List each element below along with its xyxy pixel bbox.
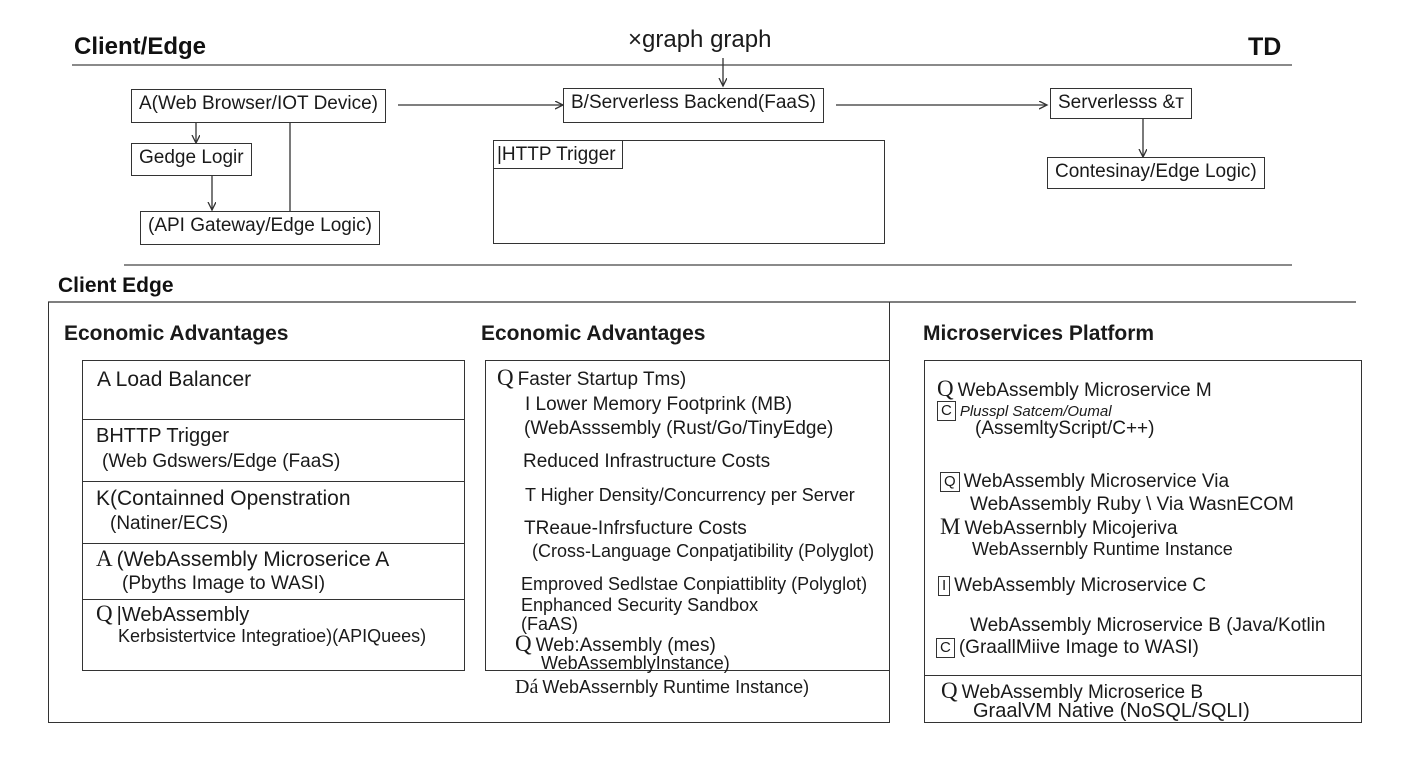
col2-line12: WebAssemblyInstance) bbox=[541, 653, 730, 673]
col1-cell5-text: |WebAssembly bbox=[116, 604, 250, 626]
col3-mark5: I bbox=[938, 575, 951, 596]
col3-line1-text: WebAssembly Microservice M bbox=[957, 380, 1212, 401]
col3-line6-text: WebAssernbly Micojeriva bbox=[964, 518, 1178, 539]
col2-line10: (FaAS) bbox=[521, 614, 579, 634]
serverless-backend-node[interactable]: B/Serverless Backend(FaaS) bbox=[563, 88, 824, 123]
header-left-title: Client/Edge bbox=[74, 33, 207, 60]
col1-table bbox=[82, 360, 465, 671]
col2-line7: (Cross-Language Conpatjatibility (Polygl… bbox=[532, 541, 875, 561]
col2-line1-text: Faster Startup Tms) bbox=[517, 369, 687, 390]
col1-cell4-text: (WebAssembly Microserice A bbox=[116, 548, 390, 571]
col3-line9: WebAssembly Microservice B (Java/Kotlin bbox=[970, 615, 1326, 636]
col1-cell2-line2: (Web Gdswers/Edge (FaaS) bbox=[102, 451, 341, 472]
edge-logic-node[interactable]: Gedge Logir bbox=[131, 143, 252, 176]
col3-mark2: C bbox=[937, 400, 956, 421]
col1-title: Economic Advantages bbox=[64, 322, 289, 345]
col1-cell4-line2: (Pbyths Image to WASI) bbox=[122, 573, 326, 594]
col1-cell2-line1: BHTTP Trigger bbox=[96, 425, 229, 447]
col3-mark4: M bbox=[940, 514, 961, 539]
col3-line7: WebAssernbly Runtime Instance bbox=[972, 539, 1233, 559]
col2-mark2: Q bbox=[515, 631, 532, 656]
col2-line5: T Higher Density/Concurrency per Server bbox=[525, 485, 855, 505]
col1-cell4-line1: A(WebAssembly Microserice A bbox=[96, 546, 389, 572]
col3-mark6: C bbox=[936, 637, 955, 658]
col3-line10-text: (GraallMiive Image to WASI) bbox=[958, 637, 1199, 658]
graph-title: ×graph graph bbox=[628, 26, 772, 53]
col2-line11-text: Web:Assembly (mes) bbox=[535, 635, 716, 656]
api-gateway-node[interactable]: (API Gateway/Edge Logic) bbox=[140, 211, 380, 245]
col3-line10: C(GraallMiive Image to WASI) bbox=[936, 637, 1199, 659]
col3-line3: (AssemltyScript/C++) bbox=[975, 418, 1155, 439]
col2-line8: Emproved Sedlstae Conpiattiblity (Polygl… bbox=[521, 574, 868, 594]
direction-label: TD bbox=[1248, 33, 1282, 61]
col2-title: Economic Advantages bbox=[481, 322, 706, 345]
col3-title: Microservices Platform bbox=[923, 322, 1155, 345]
col3-mark3: Q bbox=[940, 471, 960, 492]
col2-line4: Reduced Infrastructure Costs bbox=[523, 451, 771, 472]
serverless-node[interactable]: Serverlesss &т bbox=[1050, 88, 1192, 119]
col3-line5: WebAssembly Ruby \ Via WasnECOM bbox=[970, 494, 1294, 515]
client-edge-subheader: Client Edge bbox=[58, 274, 174, 297]
col2-mark3: Dá bbox=[515, 676, 539, 698]
col1-cell1-line1: A Load Balancer bbox=[97, 368, 252, 391]
col2-line2: I Lower Memory Footprink (MB) bbox=[525, 394, 793, 415]
contesinay-edge-logic-node[interactable]: Contesinay/Edge Logic) bbox=[1047, 157, 1265, 189]
col2-table bbox=[485, 360, 890, 671]
col1-cell5-line2: Kerbsistertvice Integratioe)(APIQuees) bbox=[118, 626, 427, 646]
col3-table bbox=[924, 360, 1362, 723]
col2-line3: (WebAsssembly (Rust/Go/TinyEdge) bbox=[524, 418, 834, 439]
http-trigger-node[interactable]: |HTTP Trigger bbox=[493, 140, 623, 169]
col3-line12: GraalVM Native (NoSQL/SQLI) bbox=[973, 700, 1250, 722]
col2-line9: Enphanced Security Sandbox bbox=[521, 595, 759, 615]
col3-line2-text: Plusspl Satcem/Oumal bbox=[959, 403, 1112, 420]
col1-cell5-mark: Q bbox=[96, 601, 113, 626]
col1-cell5-line1: Q|WebAssembly bbox=[96, 601, 249, 627]
col2-line13-text: WebAssernbly Runtime Instance) bbox=[542, 677, 810, 697]
col3-mark1: Q bbox=[937, 376, 954, 401]
col3-line8-text: WebAssembly Microservice C bbox=[954, 575, 1207, 596]
col1-cell4-mark: A bbox=[96, 546, 113, 571]
col3-line4-text: WebAssembly Microservice Via bbox=[963, 471, 1230, 492]
col1-cell3-line2: (Natiner/ECS) bbox=[110, 513, 229, 534]
col1-cell3-line1: K(Containned Openstration bbox=[96, 487, 351, 510]
col3-line11-text: WebAssembly Microserice B bbox=[961, 682, 1204, 703]
col2-mark1: Q bbox=[497, 365, 514, 390]
web-browser-node[interactable]: A(Web Browser/IOT Device) bbox=[131, 89, 386, 123]
col2-line6: TReaue-Infrsfucture Costs bbox=[524, 518, 747, 539]
col3-mark7: Q bbox=[941, 678, 958, 703]
